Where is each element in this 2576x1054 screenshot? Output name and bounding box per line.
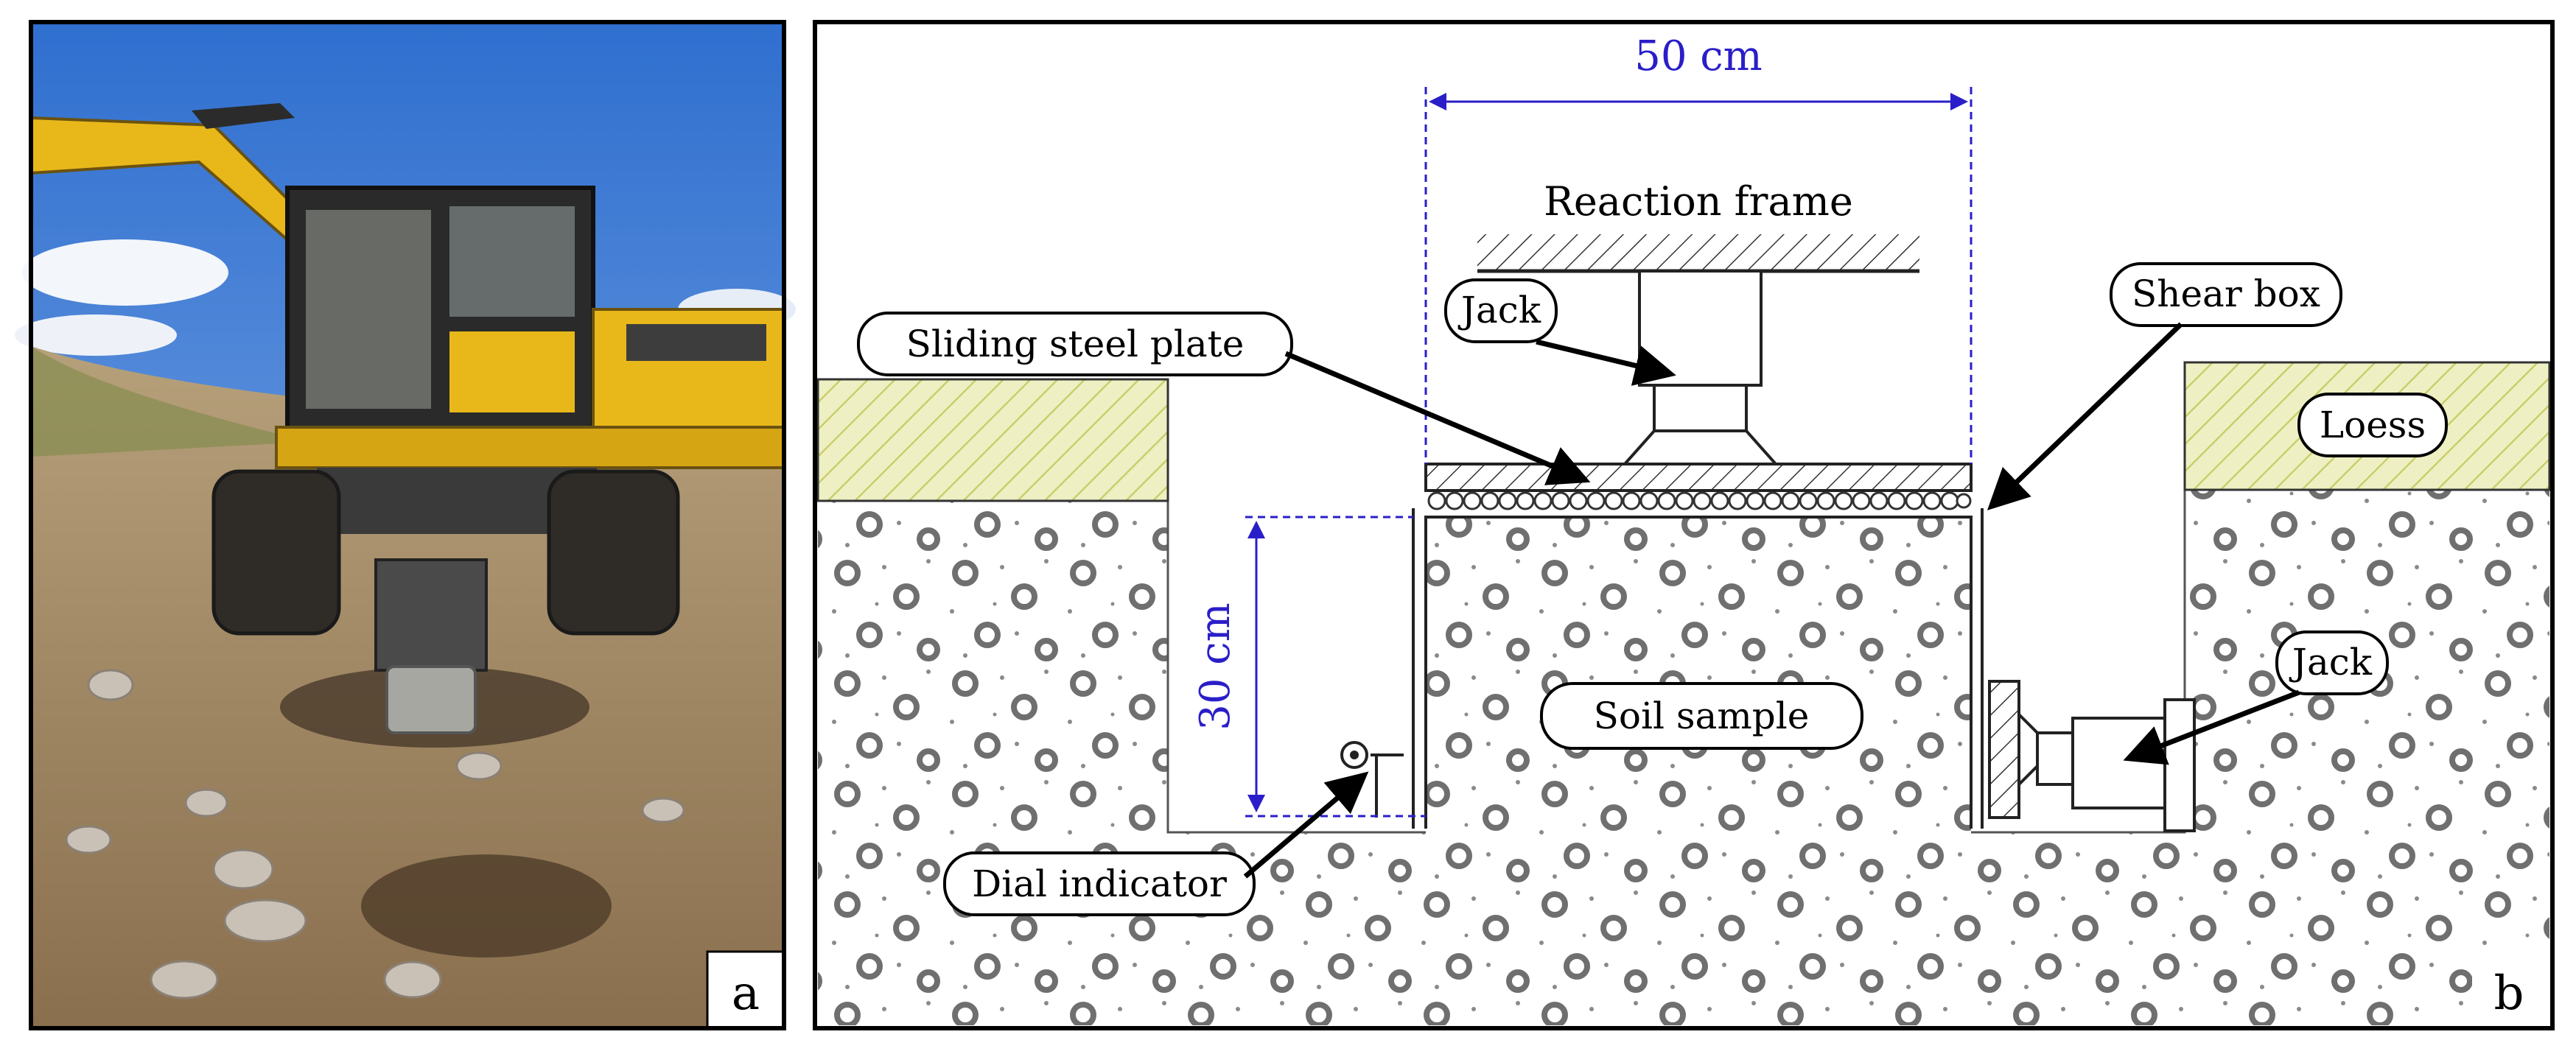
reaction-frame-hatch xyxy=(1477,234,1919,271)
dimension-width xyxy=(1424,87,1973,464)
jack-top-label: Jack xyxy=(1457,289,1541,331)
dial-indicator-arrow xyxy=(1243,771,1369,879)
sliding-steel-plate xyxy=(1424,463,1973,492)
jack-top-arrow xyxy=(1536,339,1676,386)
panel-b-schematic: 50 cm 30 cm Reaction frame Jack Shear bo… xyxy=(815,22,2552,1028)
jack-side-arrow xyxy=(2123,689,2300,765)
sliding-steel-plate-callout xyxy=(857,312,1293,376)
soil-ground xyxy=(818,490,2549,1025)
height-dimension-label: 30 cm xyxy=(1191,602,1239,731)
panel-b-label: b xyxy=(2494,966,2524,1021)
dial-indicator-callout xyxy=(943,851,1256,916)
panel-a-border xyxy=(29,20,786,1030)
shear-box-arrow xyxy=(1987,322,2183,510)
panel-a-label: a xyxy=(732,966,760,1021)
soil-sample-label: Soil sample xyxy=(1594,695,1810,737)
shear-box-label: Shear box xyxy=(2132,273,2320,315)
loess-label: Loess xyxy=(2320,404,2426,446)
jack-side-label: Jack xyxy=(2289,641,2373,684)
soil-sample-callout xyxy=(1540,682,1863,750)
sliding-steel-plate-arrow xyxy=(1284,351,1591,485)
width-dimension-label: 50 cm xyxy=(1634,32,1763,80)
dial-indicator-label: Dial indicator xyxy=(972,862,1227,905)
dial-indicator xyxy=(1340,741,1404,818)
rollers xyxy=(1427,491,1972,510)
jack-side-callout xyxy=(2275,630,2389,695)
shear-box-callout xyxy=(2110,262,2342,327)
jack-top-callout xyxy=(1444,278,1558,343)
reaction-frame-label: Reaction frame xyxy=(1544,178,1853,225)
dimension-height xyxy=(1245,516,1426,818)
loess-callout xyxy=(2297,393,2448,457)
panel-a-photo: a xyxy=(15,22,796,1030)
panel-b-border xyxy=(813,20,2555,1030)
loess-block-left xyxy=(816,378,1169,502)
sliding-steel-plate-label: Sliding steel plate xyxy=(906,323,1245,365)
